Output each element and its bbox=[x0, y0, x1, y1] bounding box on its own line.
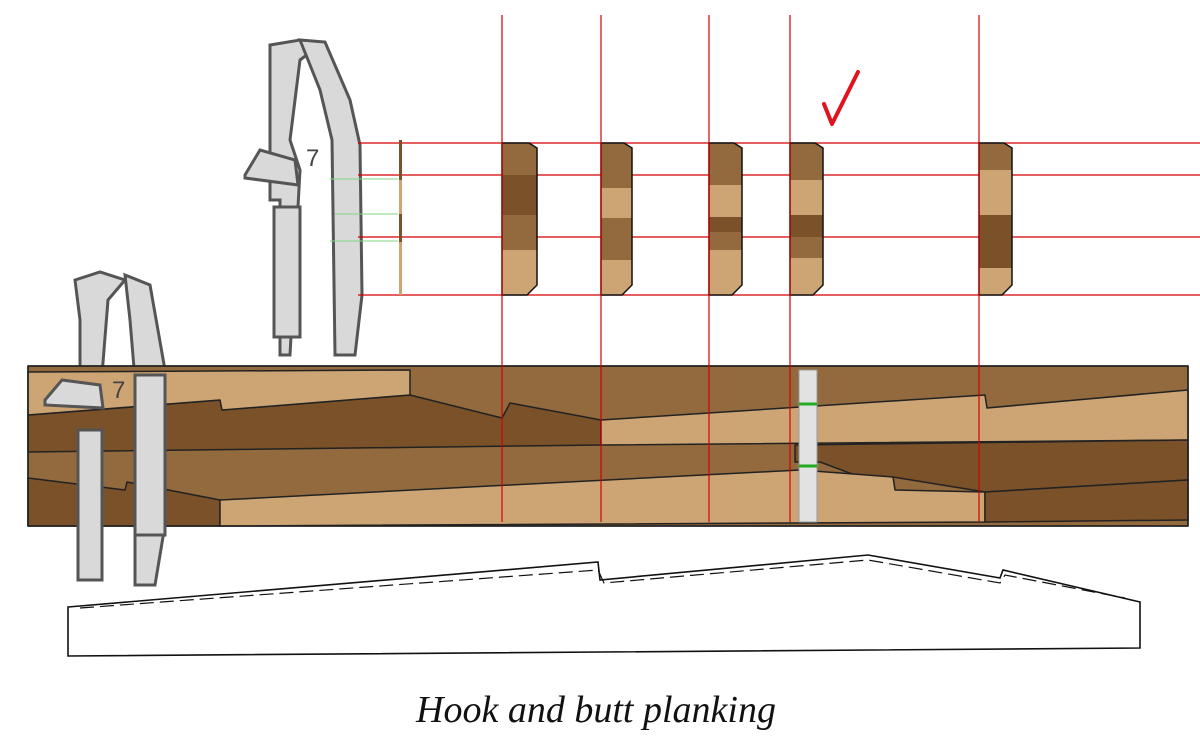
plank-strake-segment bbox=[790, 237, 823, 258]
horizontal-guide-lines bbox=[358, 142, 1200, 296]
plank-strake-segment bbox=[502, 215, 537, 250]
plank-strake-segment bbox=[502, 143, 537, 175]
plank-strake-segment bbox=[709, 143, 742, 185]
plank-cross-section bbox=[501, 142, 538, 296]
plank-strake-segment bbox=[601, 188, 632, 218]
plank-strake-segment bbox=[502, 250, 537, 295]
plank-cross-section bbox=[600, 142, 633, 296]
plank-strake-segment bbox=[790, 143, 823, 180]
frame-section-scan-top: 7 bbox=[243, 38, 364, 357]
plank-strake-segment bbox=[790, 215, 823, 237]
plank-strake-segment bbox=[979, 170, 1012, 215]
plank-cross-section bbox=[978, 142, 1013, 296]
plank-strake-segment bbox=[502, 175, 537, 215]
frame-overlay: 7 bbox=[43, 369, 818, 582]
frame-number-label: 7 bbox=[306, 145, 319, 172]
plank-strake-segment bbox=[709, 250, 742, 295]
plank-strake-segment bbox=[790, 180, 823, 215]
plank-strake-segment bbox=[790, 258, 823, 295]
thickness-scale-bar bbox=[399, 140, 402, 295]
plank-strake-segment bbox=[601, 143, 632, 188]
plank-strake-segment bbox=[709, 217, 742, 232]
plank-cross-sections bbox=[501, 142, 1013, 296]
vertical-guide-lines bbox=[501, 15, 980, 522]
plank-strake-segment bbox=[979, 215, 1012, 268]
green-reference-lines bbox=[330, 178, 398, 242]
figure-caption: Hook and butt planking bbox=[416, 689, 776, 731]
plank-outline-drawing bbox=[67, 554, 1141, 657]
plank-cross-section bbox=[789, 142, 824, 296]
plank-strake-segment bbox=[601, 218, 632, 260]
plank-strake-segment bbox=[979, 143, 1012, 170]
plank-strake-segment bbox=[709, 185, 742, 217]
frame-number-label: 7 bbox=[112, 377, 125, 404]
plank-strake-segment bbox=[709, 232, 742, 250]
plank-cross-section bbox=[708, 142, 743, 296]
planking-elevation bbox=[27, 365, 1189, 527]
check-mark-icon bbox=[822, 70, 860, 126]
